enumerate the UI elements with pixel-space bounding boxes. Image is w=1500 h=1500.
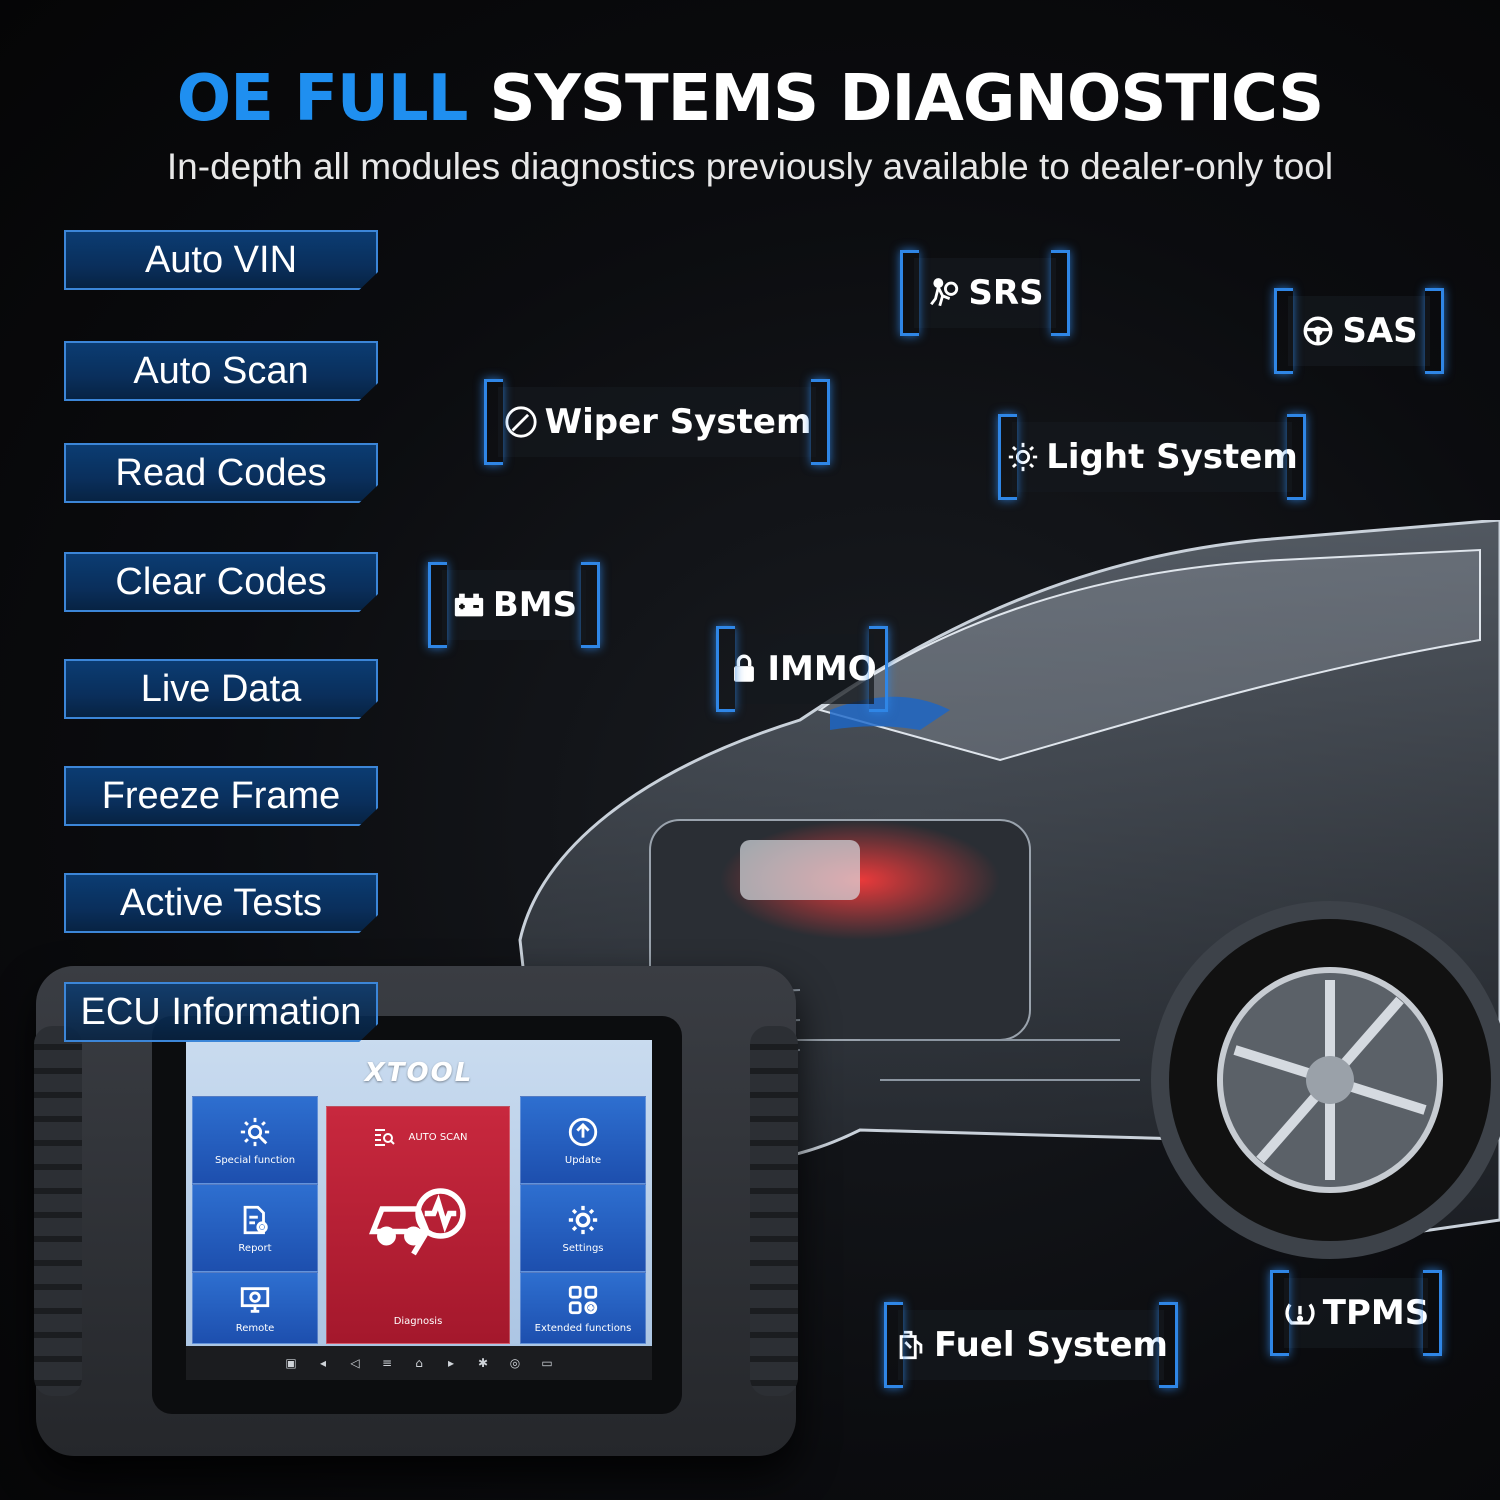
upload-arrow-icon <box>568 1117 598 1146</box>
tag-tpms-label: TPMS <box>1322 1293 1430 1333</box>
report-icon <box>243 1205 268 1234</box>
brand-logo: XTOOL <box>364 1058 474 1088</box>
fuel-can-icon <box>894 1327 928 1363</box>
tile-settings[interactable]: Settings <box>520 1184 646 1272</box>
tablet-left-grip <box>34 1026 82 1396</box>
tag-tpms: TPMS <box>1270 1270 1442 1356</box>
tag-srs: SRS <box>900 250 1070 336</box>
feature-clear-codes: Clear Codes <box>64 552 378 612</box>
tile-extended-functions[interactable]: Extended functions <box>520 1272 646 1344</box>
tag-bms: BMS <box>428 562 600 648</box>
light-bulb-icon <box>1006 439 1040 475</box>
screenshot-icon[interactable]: ▣ <box>285 1356 297 1370</box>
volume-down-icon[interactable]: ◂ <box>319 1356 327 1370</box>
tire-pressure-icon <box>1283 1295 1317 1331</box>
tablet-right-grip <box>750 1026 798 1396</box>
volume-up-icon[interactable]: ▸ <box>447 1356 455 1370</box>
tile-report[interactable]: Report <box>192 1184 318 1272</box>
tablet-nav-bar: ▣ ◂ ◁ ≡ ⌂ ▸ ✱ ◎ ▭ <box>186 1346 652 1380</box>
tag-fuel-system: Fuel System <box>884 1302 1178 1388</box>
feature-freeze-frame: Freeze Frame <box>64 766 378 826</box>
gear-wrench-icon <box>240 1117 270 1146</box>
feature-ecu-information: ECU Information <box>64 982 378 1042</box>
vci-icon[interactable]: ◎ <box>509 1356 521 1370</box>
diagnostic-tablet: XTOOL Special function Report Remote AUT… <box>34 966 798 1456</box>
battery-icon <box>451 587 487 623</box>
steering-wheel-icon <box>1300 313 1336 349</box>
feature-active-tests: Active Tests <box>64 873 378 933</box>
home-icon[interactable]: ⌂ <box>415 1356 423 1370</box>
back-icon[interactable]: ◁ <box>350 1356 360 1370</box>
grid-plus-icon <box>568 1285 598 1314</box>
headline: OE FULL SYSTEMS DIAGNOSTICS <box>0 62 1500 136</box>
feature-auto-scan: Auto Scan <box>64 341 378 401</box>
tag-sas-label: SAS <box>1342 311 1418 351</box>
car-diagnosis-icon <box>369 1188 466 1256</box>
tag-srs-label: SRS <box>968 273 1044 313</box>
tablet-screen: XTOOL Special function Report Remote AUT… <box>186 1040 652 1380</box>
bluetooth-icon[interactable]: ✱ <box>477 1356 489 1370</box>
lock-icon <box>727 651 761 687</box>
tile-special-function[interactable]: Special function <box>192 1096 318 1184</box>
tag-wiper-label: Wiper System <box>544 402 812 442</box>
tile-diagnosis[interactable]: AUTO SCAN Diagnosis <box>326 1106 510 1344</box>
headline-rest: SYSTEMS DIAGNOSTICS <box>489 62 1324 136</box>
subtitle: In-depth all modules diagnostics previou… <box>166 146 1334 187</box>
feature-read-codes: Read Codes <box>64 443 378 503</box>
tag-immo-label: IMMO <box>767 649 877 689</box>
menu-icon[interactable]: ≡ <box>381 1356 393 1370</box>
airbag-icon <box>926 275 962 311</box>
tag-fuel-label: Fuel System <box>934 1325 1168 1365</box>
tag-immo: IMMO <box>716 626 888 712</box>
tile-update[interactable]: Update <box>520 1096 646 1184</box>
feature-auto-vin: Auto VIN <box>64 230 378 290</box>
diagnosis-label: Diagnosis <box>393 1316 443 1327</box>
wiper-icon <box>503 404 539 440</box>
gear-icon <box>568 1205 598 1234</box>
auto-scan-label: AUTO SCAN <box>408 1131 468 1143</box>
tag-bms-label: BMS <box>492 585 578 625</box>
tag-light-label: Light System <box>1046 437 1298 477</box>
feature-live-data: Live Data <box>64 659 378 719</box>
tag-wiper-system: Wiper System <box>484 379 830 465</box>
headline-accent: OE FULL <box>176 62 469 136</box>
tile-remote[interactable]: Remote <box>192 1272 318 1344</box>
tag-sas: SAS <box>1274 288 1444 374</box>
auto-scan-icon <box>374 1129 395 1146</box>
tag-light-system: Light System <box>998 414 1306 500</box>
monitor-globe-icon <box>240 1286 270 1313</box>
camera-icon[interactable]: ▭ <box>541 1356 553 1370</box>
